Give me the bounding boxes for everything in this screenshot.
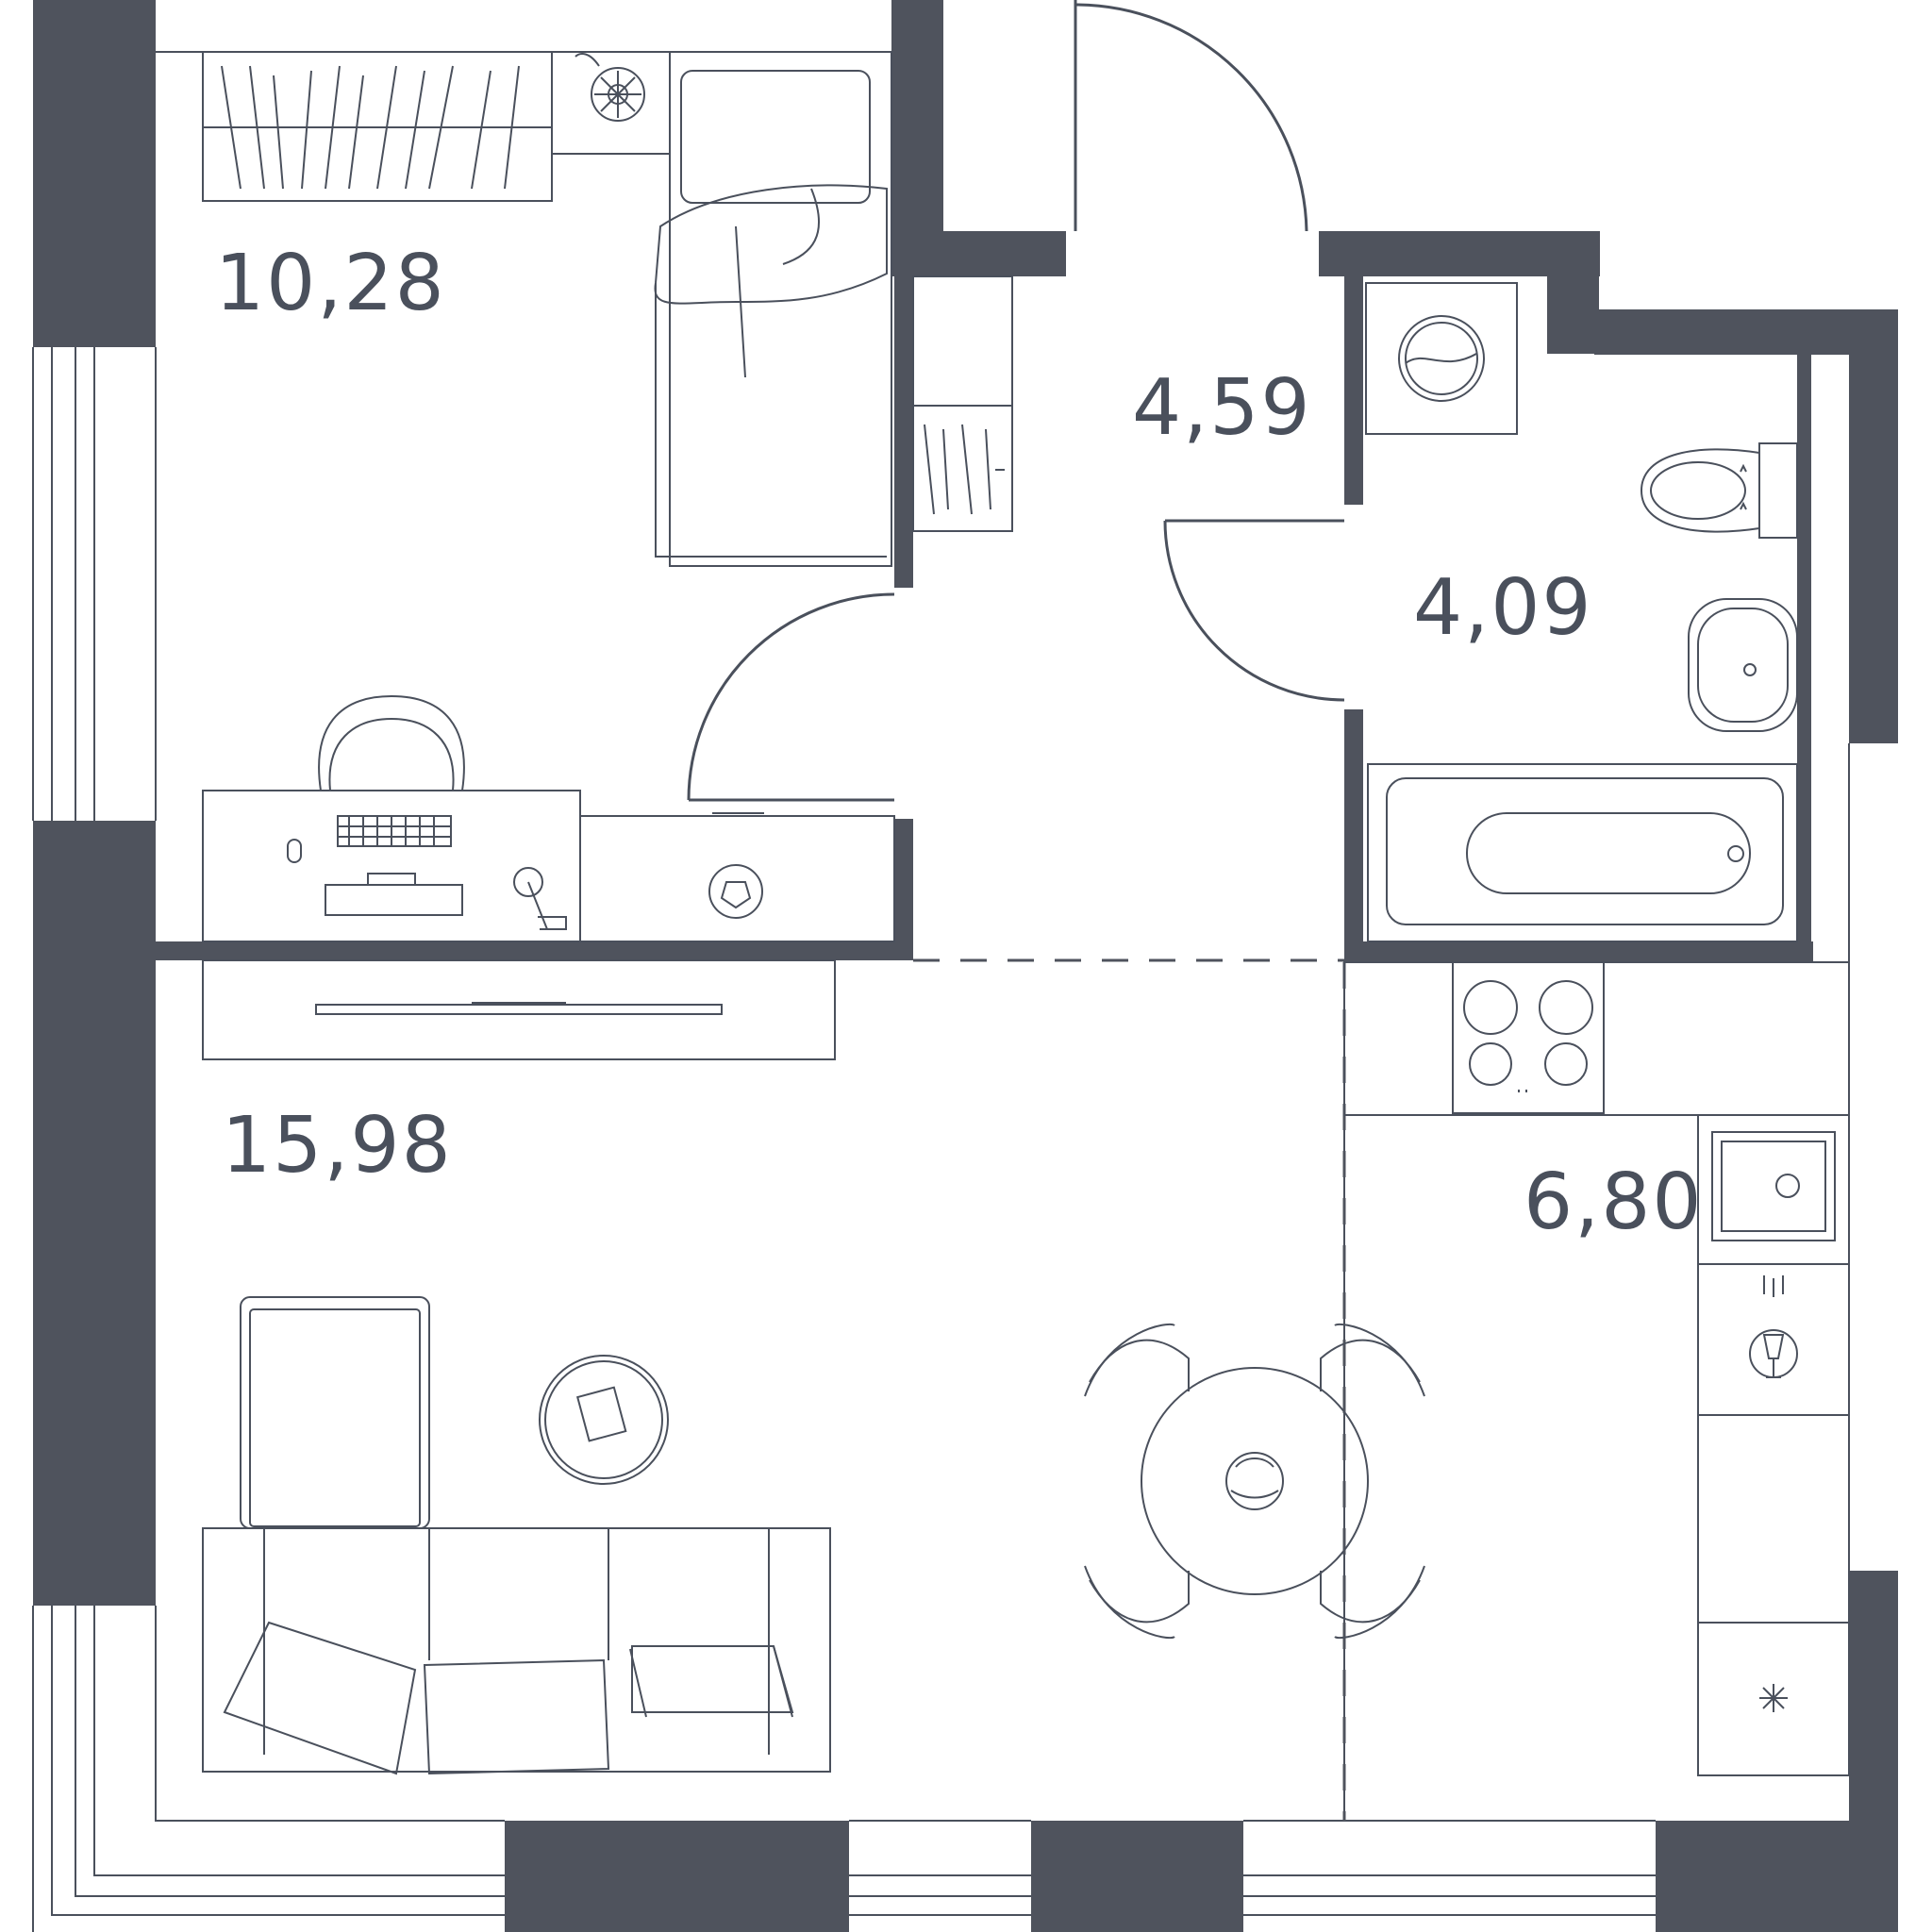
bathroom-fixtures — [1365, 282, 1798, 942]
tv-icon — [315, 1004, 723, 1015]
sofa-cushion-left — [223, 1621, 417, 1775]
wall-bath-left-lower — [1344, 709, 1363, 962]
armchair — [240, 1296, 430, 1529]
stove-burner-icon — [1463, 980, 1518, 1035]
nightstand — [551, 51, 671, 155]
kitchen-sink — [1711, 1131, 1836, 1241]
toilet-tank — [1758, 442, 1798, 539]
sofa — [202, 1527, 831, 1773]
bedroom-furniture — [202, 51, 892, 567]
wall-bottom-middle — [1031, 1821, 1243, 1932]
room-area-kitchen: 6,80 — [1524, 1158, 1704, 1247]
washing-machine — [1365, 282, 1518, 435]
wall-left-upper — [33, 0, 156, 347]
bathroom-sink — [1688, 598, 1798, 732]
sofa-cushion-right — [631, 1645, 794, 1713]
stove — [1452, 961, 1605, 1114]
dining-chair — [1320, 1339, 1421, 1391]
desk — [202, 790, 581, 942]
windows — [32, 347, 1656, 1932]
wall-bedroom-bottom — [156, 941, 913, 960]
room-area-hallway: 4,59 — [1132, 363, 1312, 453]
wall-top-right-bedroom — [891, 0, 943, 231]
area-labels: 10,28 4,59 4,09 15,98 6,80 — [215, 239, 1704, 1247]
sofa-cushion-middle — [423, 1658, 610, 1775]
dining-chair — [1089, 1339, 1190, 1391]
wall-bedroom-right-lower — [894, 819, 913, 958]
keyboard-icon — [337, 815, 452, 847]
living-furniture — [202, 959, 836, 1775]
room-area-bedroom: 10,28 — [215, 239, 446, 328]
lamp-icon — [591, 67, 645, 122]
wall-bath-top-right — [1594, 309, 1898, 355]
closet — [912, 275, 1013, 532]
dining-chair — [1089, 1571, 1190, 1624]
doors — [687, 0, 1345, 802]
wall-left-middle — [33, 821, 156, 1606]
desk-lamp-icon — [513, 867, 543, 897]
bed-pillow — [680, 70, 871, 204]
coffee-table — [539, 1355, 669, 1485]
stove-burner-icon — [1469, 1042, 1512, 1086]
hallway-closet — [912, 275, 1013, 532]
bed — [669, 51, 892, 567]
room-area-living: 15,98 — [222, 1101, 453, 1191]
desk-chair — [318, 694, 465, 791]
freezer-icon — [1759, 1684, 1788, 1712]
zone-dividers — [913, 958, 1346, 1821]
mouse-icon — [287, 839, 302, 863]
kitchen-fixtures — [1343, 961, 1850, 1776]
wall-bedroom-right — [894, 276, 913, 588]
wall-bath-inner-right — [1797, 354, 1811, 962]
wall-bath-step — [1547, 276, 1599, 354]
kitchen-cabinets — [1697, 1114, 1850, 1776]
counter-top — [1343, 961, 1850, 1116]
tv-console — [202, 959, 836, 1060]
wall-stub-corridor — [891, 231, 1066, 276]
stove-burner-icon — [1539, 980, 1593, 1035]
dining-table — [1141, 1367, 1369, 1595]
room-area-bathroom: 4,09 — [1413, 563, 1593, 653]
walls — [33, 0, 1898, 1932]
desk-area — [202, 694, 895, 942]
dining-chair — [1320, 1571, 1421, 1624]
football-icon — [708, 864, 763, 919]
stove-burner-icon — [1544, 1042, 1588, 1086]
low-cabinet — [579, 815, 895, 942]
dishwasher-icon — [1763, 1275, 1784, 1297]
wall-bath-bottom — [1344, 941, 1813, 962]
wall-bottom-right — [1656, 1821, 1898, 1932]
wall-right-upper — [1849, 309, 1898, 743]
dining-set — [1084, 1323, 1425, 1640]
toilet-icon — [1640, 448, 1760, 533]
wall-bath-left-upper — [1344, 276, 1363, 505]
bathtub — [1367, 763, 1798, 942]
wall-bottom-left — [505, 1821, 849, 1932]
monitor-icon — [325, 884, 463, 916]
wall-bath-top-left — [1319, 231, 1600, 276]
